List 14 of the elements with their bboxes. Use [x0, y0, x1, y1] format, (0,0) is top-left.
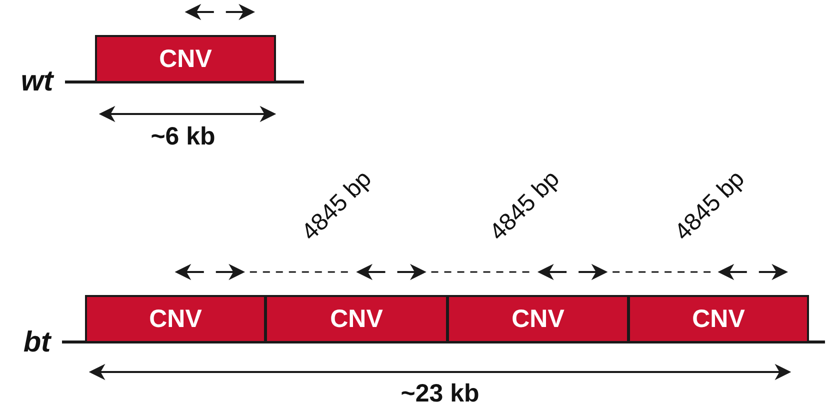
row-label: wt [20, 68, 54, 96]
segment-label: CNV [330, 306, 383, 332]
cnv-segment [447, 295, 629, 343]
segment-label: CNV [159, 46, 212, 72]
cnv-segment [85, 295, 266, 343]
length-label: ~23 kb [400, 382, 480, 406]
length-label: ~6 kb [150, 124, 216, 150]
cnv-segment [95, 35, 276, 83]
cnv-segment [265, 295, 448, 343]
segment-label: CNV [692, 306, 745, 332]
row-label: bt [23, 328, 51, 358]
segment-label: CNV [149, 306, 202, 332]
segment-label: CNV [512, 306, 564, 332]
cnv-segment [628, 295, 809, 343]
